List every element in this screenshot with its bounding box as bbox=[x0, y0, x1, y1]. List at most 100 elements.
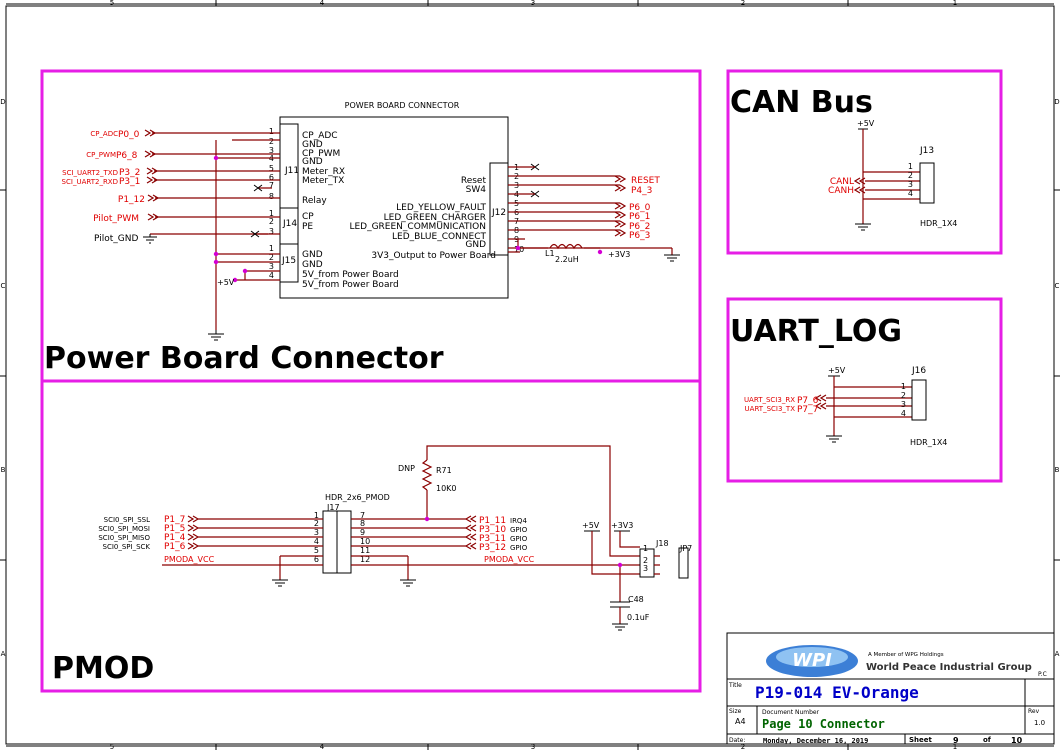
pmod-signal-name: SCI0_SPI_SCK bbox=[103, 543, 151, 551]
j12-pin-name: Reset bbox=[461, 176, 487, 186]
j17-pin: 4 bbox=[314, 537, 319, 546]
can-section-box bbox=[726, 69, 1003, 255]
j18-body bbox=[639, 548, 655, 578]
j11-pin-name: Relay bbox=[302, 196, 327, 206]
j17-pin: 9 bbox=[360, 528, 365, 537]
j15-pin-name: GND bbox=[302, 260, 323, 270]
pmod-port: P1_11 bbox=[479, 516, 506, 526]
pmod-fn: GPIO bbox=[510, 535, 528, 543]
uart-supply: +5V bbox=[828, 366, 846, 375]
net-port: P6_2 bbox=[629, 222, 650, 232]
j15-ref: J15 bbox=[281, 256, 296, 266]
j15-pin: 1 bbox=[269, 244, 274, 253]
pmod-port: P1_7 bbox=[164, 515, 185, 525]
pmod-port: P1_5 bbox=[164, 524, 185, 534]
frame-row-label: A bbox=[1, 650, 6, 658]
date-value: Monday, December 16, 2019 bbox=[763, 737, 868, 745]
j11-pin: 7 bbox=[269, 181, 274, 190]
j18-ref: J18 bbox=[655, 539, 669, 548]
j13-pin: 2 bbox=[908, 171, 913, 180]
docnum-value: Page 10 Connector bbox=[762, 717, 885, 731]
j11-pin: 3 bbox=[269, 146, 274, 155]
uart-signal-name: UART_SCI3_TX bbox=[745, 405, 796, 413]
j18-pin: 2 bbox=[643, 556, 648, 565]
j13-pin: 3 bbox=[908, 180, 913, 189]
rev-value: 1.0 bbox=[1034, 719, 1045, 727]
uart-port: P7_7 bbox=[797, 405, 818, 415]
pilot-gnd-label: Pilot_GND bbox=[94, 234, 138, 244]
j13-body bbox=[919, 162, 935, 204]
j12-pin-name: SW4 bbox=[466, 185, 487, 195]
power-board-section-title: Power Board Connector bbox=[44, 341, 444, 376]
j17-pin: 2 bbox=[314, 519, 319, 528]
company-name: World Peace Industrial Group bbox=[866, 662, 1032, 673]
pmod-port: P3_11 bbox=[479, 534, 506, 544]
wpi-logo-mark: WPI bbox=[792, 650, 832, 671]
r71-value: 10K0 bbox=[436, 484, 457, 493]
power-board-box-title: POWER BOARD CONNECTOR bbox=[345, 101, 460, 110]
frame-col-label: 4 bbox=[320, 743, 325, 750]
docnum-label: Document Number bbox=[762, 709, 820, 716]
pmod-port: P3_12 bbox=[479, 543, 506, 553]
rev-label: Rev bbox=[1028, 708, 1040, 715]
net-port: P6_8 bbox=[116, 151, 138, 161]
frame-col-label: 3 bbox=[531, 743, 535, 750]
j11-pin: 5 bbox=[269, 164, 274, 173]
net-port: Pilot_PWM bbox=[93, 214, 139, 224]
j17-pin: 12 bbox=[360, 555, 370, 564]
jp7-ref: JP7 bbox=[679, 544, 692, 553]
j13-ref: J13 bbox=[919, 146, 934, 156]
j14-pin: 1 bbox=[269, 209, 274, 218]
size-value: A4 bbox=[735, 717, 746, 726]
pmod-section-title: PMOD bbox=[52, 651, 154, 686]
j12-pin-name: LED_GREEN_COMMUNICATION bbox=[349, 222, 486, 232]
j11-pin-name: CP_PWM bbox=[302, 149, 340, 159]
j16-body bbox=[911, 379, 927, 421]
j16-pin: 1 bbox=[901, 382, 906, 391]
frame-col-label: 5 bbox=[110, 0, 114, 7]
j12-body bbox=[489, 162, 509, 256]
j17-pin: 3 bbox=[314, 528, 319, 537]
j15-pin-name: 5V_from Power Board bbox=[302, 280, 399, 290]
uart-section-box bbox=[726, 297, 1003, 483]
j15-body bbox=[279, 243, 299, 283]
j11-pin-name: Meter_TX bbox=[302, 176, 344, 186]
j15-pin: 4 bbox=[269, 271, 274, 280]
pmod-circuit: HDR_2x6_PMOD J17 1 2 3 4 5 6 7 8 9 10 11… bbox=[98, 445, 692, 631]
uart-section-title: UART_LOG bbox=[730, 314, 902, 349]
j17-pin: 5 bbox=[314, 546, 319, 555]
net-port: P0_0 bbox=[118, 130, 140, 140]
j11-pin: 2 bbox=[269, 137, 274, 146]
wpi-logo: WPI bbox=[766, 645, 858, 677]
frame-col-label: 2 bbox=[741, 0, 745, 7]
net-port: RESET bbox=[631, 176, 660, 186]
inductor-value: 2.2uH bbox=[555, 255, 579, 264]
uart-port: P7_6 bbox=[797, 396, 819, 406]
sheet-number: 9 bbox=[953, 736, 959, 745]
pmod-signal-name: SCI0_SPI_MOSI bbox=[98, 525, 150, 533]
j12-pin-name: LED_GREEN_CHARGER bbox=[384, 213, 486, 223]
j11-pin: 8 bbox=[269, 192, 274, 201]
frame-col-label: 5 bbox=[110, 743, 114, 750]
pmod-vcc-right: PMODA_VCC bbox=[484, 555, 535, 564]
j11-pin-name: GND bbox=[302, 157, 323, 167]
j13-part: HDR_1X4 bbox=[920, 219, 957, 228]
j14-ref: J14 bbox=[282, 219, 297, 229]
j12-pin-name: 3V3_Output to Power Board bbox=[371, 251, 496, 261]
j16-pin: 2 bbox=[901, 391, 906, 400]
uart-signal-name: UART_SCI3_RX bbox=[744, 396, 795, 404]
sheet-label: Sheet bbox=[909, 736, 933, 744]
pc-label: P.C bbox=[1038, 671, 1047, 678]
pmod-vcc-left: PMODA_VCC bbox=[164, 555, 215, 564]
j15-pin-name: GND bbox=[302, 250, 323, 260]
j12-ref: J12 bbox=[491, 208, 506, 218]
pmod-port: P3_10 bbox=[479, 525, 506, 535]
logo-tagline: A Member of WPG Holdings bbox=[868, 652, 944, 658]
j12-pin-name: GND bbox=[465, 240, 486, 250]
can-net: CANL bbox=[830, 177, 854, 187]
net-signal-name: SCI_UART2_RXD bbox=[62, 178, 118, 186]
j17-pin: 7 bbox=[360, 511, 365, 520]
j16-ref: J16 bbox=[911, 366, 926, 376]
frame-row-label: B bbox=[1055, 466, 1060, 474]
